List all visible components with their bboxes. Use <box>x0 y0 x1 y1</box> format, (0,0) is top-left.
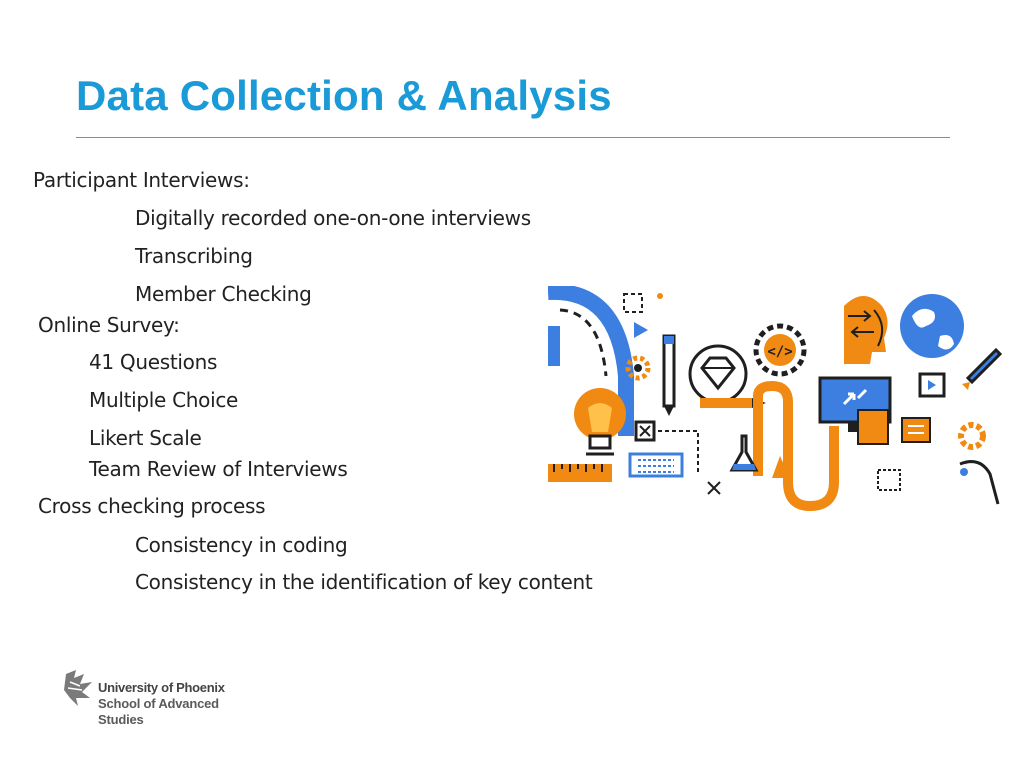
title-divider <box>76 137 950 138</box>
bullet-consistency-coding: Consistency in coding <box>135 533 348 557</box>
bullet-recorded-interviews: Digitally recorded one-on-one interviews <box>135 206 531 230</box>
school-name-line1: School of Advanced <box>98 696 219 711</box>
play-triangle-icon <box>634 322 648 338</box>
logo-text: University of Phoenix School of Advanced… <box>98 680 225 728</box>
monitor-icon <box>818 376 892 445</box>
pencil-icon <box>662 334 676 416</box>
bullet-online-survey: Online Survey: <box>38 313 180 337</box>
slide-title: Data Collection & Analysis <box>76 72 612 119</box>
bullet-participant-interviews: Participant Interviews: <box>33 168 250 192</box>
ruler-icon <box>548 464 612 482</box>
bullet-team-review: Team Review of Interviews <box>89 457 348 481</box>
chat-bubble-icon <box>918 372 946 398</box>
school-name-line2: Studies <box>98 712 144 727</box>
brush-icon <box>959 460 1000 505</box>
code-gear-icon: </> <box>753 323 807 377</box>
bullet-member-checking: Member Checking <box>135 282 312 306</box>
lightbulb-icon <box>574 388 626 456</box>
rocket-icon <box>962 347 1003 390</box>
education-illustration: </> <box>548 286 1003 512</box>
keyboard-icon <box>628 452 684 478</box>
pipe-shape <box>753 380 839 512</box>
bullet-cross-checking: Cross checking process <box>38 494 266 518</box>
dot-icon <box>657 293 663 299</box>
close-box-icon <box>634 420 656 442</box>
bullet-consistency-key-content: Consistency in the identification of key… <box>135 570 593 594</box>
phoenix-logo-icon <box>64 670 92 706</box>
flask-icon <box>729 434 790 478</box>
dashed-square-icon <box>623 293 643 313</box>
bullet-41-questions: 41 Questions <box>89 350 218 374</box>
university-name: University of Phoenix <box>98 680 225 695</box>
bullet-transcribing: Transcribing <box>135 244 253 268</box>
document-icon <box>901 417 931 443</box>
code-symbol: </> <box>767 344 792 360</box>
gear-right-icon <box>958 422 986 450</box>
diamond-icon <box>688 344 748 404</box>
bullet-likert-scale: Likert Scale <box>89 426 202 450</box>
head-arrows-icon <box>844 296 888 364</box>
bullet-multiple-choice: Multiple Choice <box>89 388 239 412</box>
arch-shape <box>548 286 634 436</box>
dashed-box-icon <box>877 469 901 491</box>
gear-icon <box>625 355 651 381</box>
x-mark-icon <box>707 481 721 495</box>
globe-icon <box>900 294 964 358</box>
